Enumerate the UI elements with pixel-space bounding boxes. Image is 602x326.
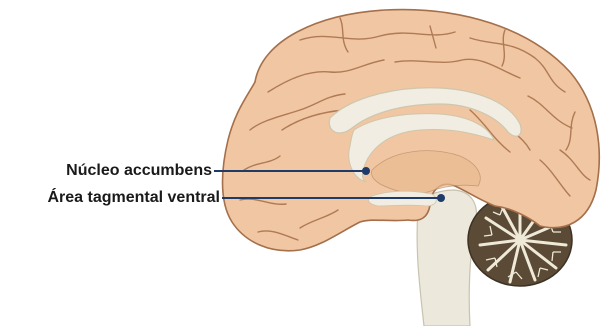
vta-label: Área tagmental ventral xyxy=(47,187,220,206)
nucleus-accumbens-label: Núcleo accumbens xyxy=(66,162,212,179)
